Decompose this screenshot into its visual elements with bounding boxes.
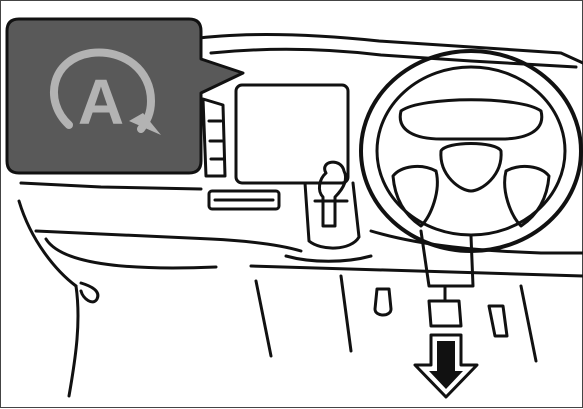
left-floor-line xyxy=(69,286,78,396)
gear-shift-gate xyxy=(305,183,359,248)
steering-wheel-rim xyxy=(361,51,581,251)
brake-pedal xyxy=(429,301,461,326)
center-display-screen xyxy=(236,85,348,183)
steering-column xyxy=(421,231,473,286)
dashboard-top-inner-line xyxy=(211,49,576,67)
parking-pedal xyxy=(375,289,391,315)
left-lower-arc xyxy=(81,283,98,302)
left-vent xyxy=(203,99,225,176)
left-door-pillar xyxy=(19,201,76,286)
badge-callout xyxy=(7,19,243,173)
lower-panel-line xyxy=(36,231,301,251)
glovebox-outline xyxy=(46,239,216,268)
floor-line-3 xyxy=(341,276,351,351)
center-console-lower xyxy=(286,256,371,261)
gear-shift-lever xyxy=(319,162,345,226)
floor-line xyxy=(251,266,583,276)
floor-line-2 xyxy=(256,281,271,356)
auto-start-stop-badge: A xyxy=(7,19,243,173)
floor-line-4 xyxy=(521,286,536,361)
dashboard-lower-outline xyxy=(21,183,201,189)
badge-letter: A xyxy=(78,66,124,138)
steering-wheel-upper-cutout xyxy=(400,100,542,139)
accelerator-pedal xyxy=(489,306,507,336)
steering-wheel-hub xyxy=(441,144,501,192)
